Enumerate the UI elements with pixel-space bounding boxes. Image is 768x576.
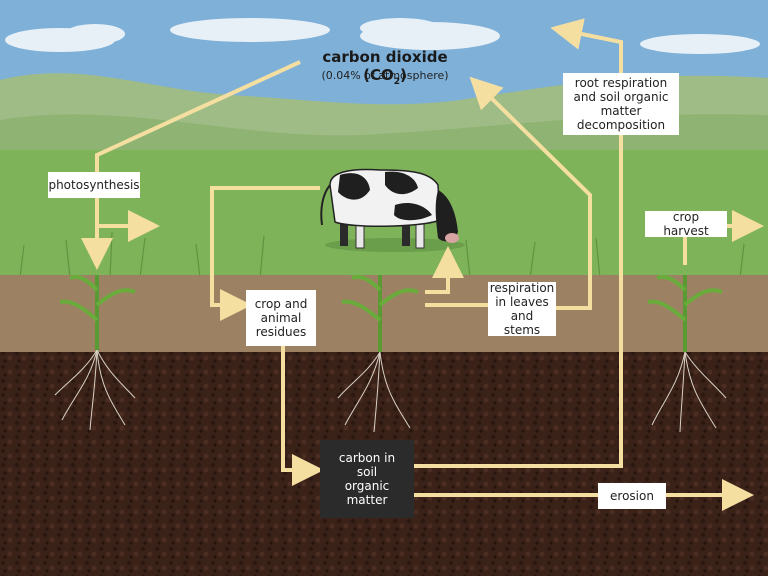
corn-plant-left <box>54 274 136 431</box>
topsoil-band <box>0 275 768 353</box>
co2-subtitle: (0.04% of atmosphere) <box>321 69 449 82</box>
arrows <box>81 18 764 511</box>
corn-plant-middle <box>337 274 419 433</box>
clouds <box>5 18 760 54</box>
corn-plant-right <box>647 274 727 433</box>
label-respiration-leaves-stems: respiration in leaves and stems <box>488 281 556 337</box>
arrow-co2-to-photosynthesis <box>81 60 301 270</box>
label-photosynthesis: photosynthesis <box>48 172 140 198</box>
label-erosion: erosion <box>598 483 666 509</box>
co2-title: carbon dioxide (CO2) <box>322 48 448 87</box>
arrow-respiration-to-co2 <box>469 76 592 310</box>
arrow-residues-to-soil-carbon <box>281 345 324 486</box>
arrow-cow-to-residues <box>210 186 320 321</box>
arrow-soil-carbon-to-root-respiration <box>414 18 623 468</box>
label-root-respiration: root respiration and soil organic matter… <box>563 73 679 135</box>
cow-illustration <box>320 168 465 252</box>
label-carbon-in-soil: carbon in soil organic matter <box>320 440 414 518</box>
arrow-plant-up <box>425 246 464 294</box>
label-crop-harvest: crop harvest <box>645 210 727 238</box>
label-crop-animal-residues: crop and animal residues <box>246 290 316 346</box>
